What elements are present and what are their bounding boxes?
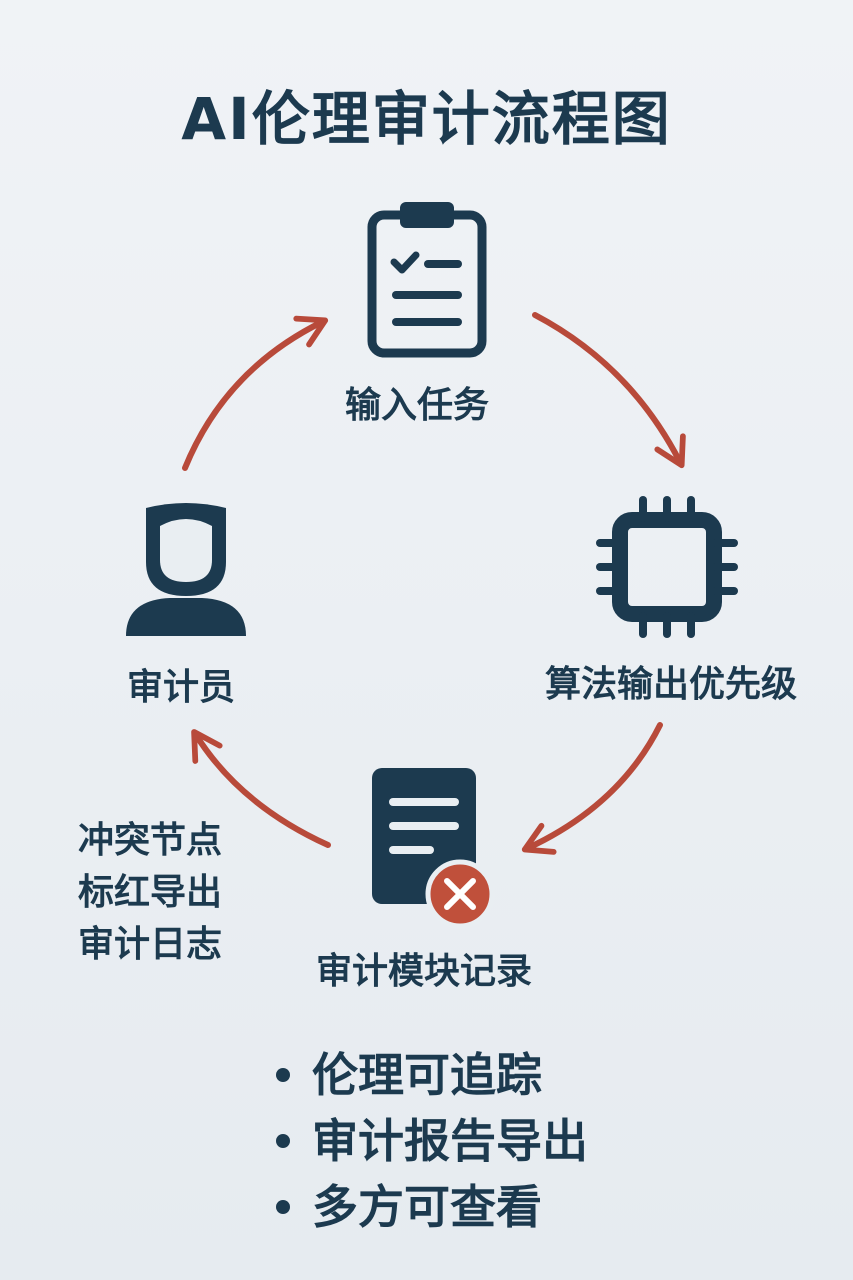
cpu-chip-icon <box>596 496 738 638</box>
conflict-note-line: 标红导出 <box>78 872 223 913</box>
conflict-note: 冲突节点 标红导出 审计日志 <box>78 815 222 971</box>
bullet-dot <box>276 1200 290 1214</box>
document-error-icon <box>372 768 495 929</box>
conflict-note-line: 审计日志 <box>78 924 223 965</box>
person-icon <box>126 503 246 636</box>
conflict-note-line: 冲突节点 <box>78 820 223 861</box>
arrow-algorithm-to-module <box>521 722 663 855</box>
feature-text: 多方可查看 <box>312 1180 542 1234</box>
feature-text: 伦理可追踪 <box>312 1048 542 1102</box>
page-title: AI伦理审计流程图 <box>181 85 672 153</box>
arrow-input-to-algorithm <box>532 312 686 469</box>
node-label-input: 输入任务 <box>345 385 490 426</box>
feature-list: 伦理可追踪 审计报告导出 多方可查看 <box>276 1042 588 1240</box>
bullet-dot <box>276 1134 290 1148</box>
node-label-algorithm: 算法输出优先级 <box>545 664 798 705</box>
bullet-dot <box>276 1068 290 1082</box>
clipboard-checklist-icon <box>367 202 487 358</box>
list-item: 伦理可追踪 <box>276 1042 588 1108</box>
feature-text: 审计报告导出 <box>312 1114 588 1168</box>
arrow-module-to-auditor <box>191 729 331 848</box>
list-item: 审计报告导出 <box>276 1108 588 1174</box>
arrow-auditor-to-input <box>182 315 329 471</box>
node-label-module: 审计模块记录 <box>316 951 533 992</box>
list-item: 多方可查看 <box>276 1174 588 1240</box>
node-label-auditor: 审计员 <box>127 667 236 708</box>
